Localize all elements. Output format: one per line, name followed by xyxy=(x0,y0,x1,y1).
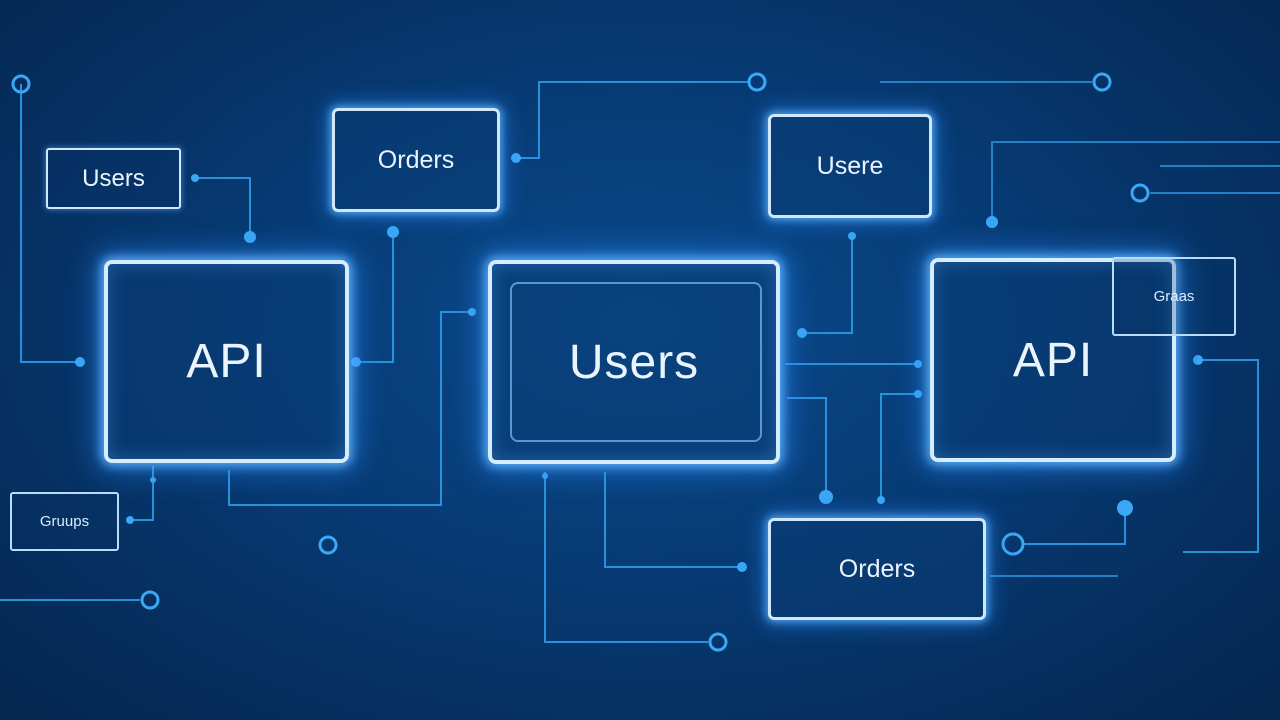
connector-line xyxy=(195,177,251,237)
node-label: Users xyxy=(568,335,700,389)
orders-node-top: Orders xyxy=(332,108,500,212)
connector-dot xyxy=(542,473,548,479)
graas-overlay-node: Graas xyxy=(1112,257,1236,336)
connector-line xyxy=(228,311,472,506)
connector-dot xyxy=(244,231,256,243)
node-label: Usere xyxy=(816,151,884,180)
connector-end-ring xyxy=(1001,532,1025,556)
connector-dot xyxy=(819,490,833,504)
node-label: Orders xyxy=(377,145,455,174)
node-label: Users xyxy=(82,164,145,192)
connector-dot xyxy=(150,477,156,483)
connector-line xyxy=(802,236,853,334)
connector-line xyxy=(880,393,918,500)
connector-line xyxy=(544,472,708,643)
connector-end-ring xyxy=(140,590,160,610)
connector-line xyxy=(352,232,394,363)
connector-dot xyxy=(126,516,134,524)
connector-line xyxy=(130,466,154,521)
connector-dot xyxy=(75,357,85,367)
connector-dot xyxy=(468,308,476,316)
connector-line xyxy=(787,397,827,497)
connector-dot xyxy=(511,153,521,163)
connector-end-ring xyxy=(1092,72,1112,92)
api-node-right: API xyxy=(930,258,1176,462)
users-node-small: Users xyxy=(46,148,181,209)
connector-end-ring xyxy=(318,535,338,555)
connector-line xyxy=(1183,359,1259,553)
connector-end-ring xyxy=(747,72,767,92)
node-label: Gruups xyxy=(39,513,90,530)
api-node-left: API xyxy=(104,260,349,463)
connector-dot xyxy=(1117,500,1133,516)
node-label: API xyxy=(1012,333,1094,387)
node-label: Graas xyxy=(1153,288,1195,305)
connector-dot xyxy=(351,357,361,367)
usere-node: Usere xyxy=(768,114,932,218)
connector-dot xyxy=(387,226,399,238)
connector-end-ring xyxy=(11,74,31,94)
connector-end-ring xyxy=(708,632,728,652)
connector-line xyxy=(516,81,748,159)
connector-line xyxy=(1024,510,1126,545)
connector-dot xyxy=(914,360,922,368)
connector-dot xyxy=(737,562,747,572)
connector-line xyxy=(20,84,80,363)
connector-dot xyxy=(1193,355,1203,365)
node-label: API xyxy=(186,335,267,388)
connector-dot xyxy=(797,328,807,338)
connector-dot xyxy=(986,216,998,228)
users-node-center: Users xyxy=(488,260,780,464)
connector-dot xyxy=(914,390,922,398)
orders-node-bottom: Orders xyxy=(768,518,986,620)
connector-dot xyxy=(191,174,199,182)
connector-dot xyxy=(877,496,885,504)
groups-node-small: Gruups xyxy=(10,492,119,551)
connector-end-ring xyxy=(1130,183,1150,203)
connector-dot xyxy=(848,232,856,240)
inner-frame xyxy=(510,282,762,442)
connector-line xyxy=(604,472,742,568)
node-label: Orders xyxy=(838,554,916,583)
connector-line xyxy=(991,141,1280,222)
